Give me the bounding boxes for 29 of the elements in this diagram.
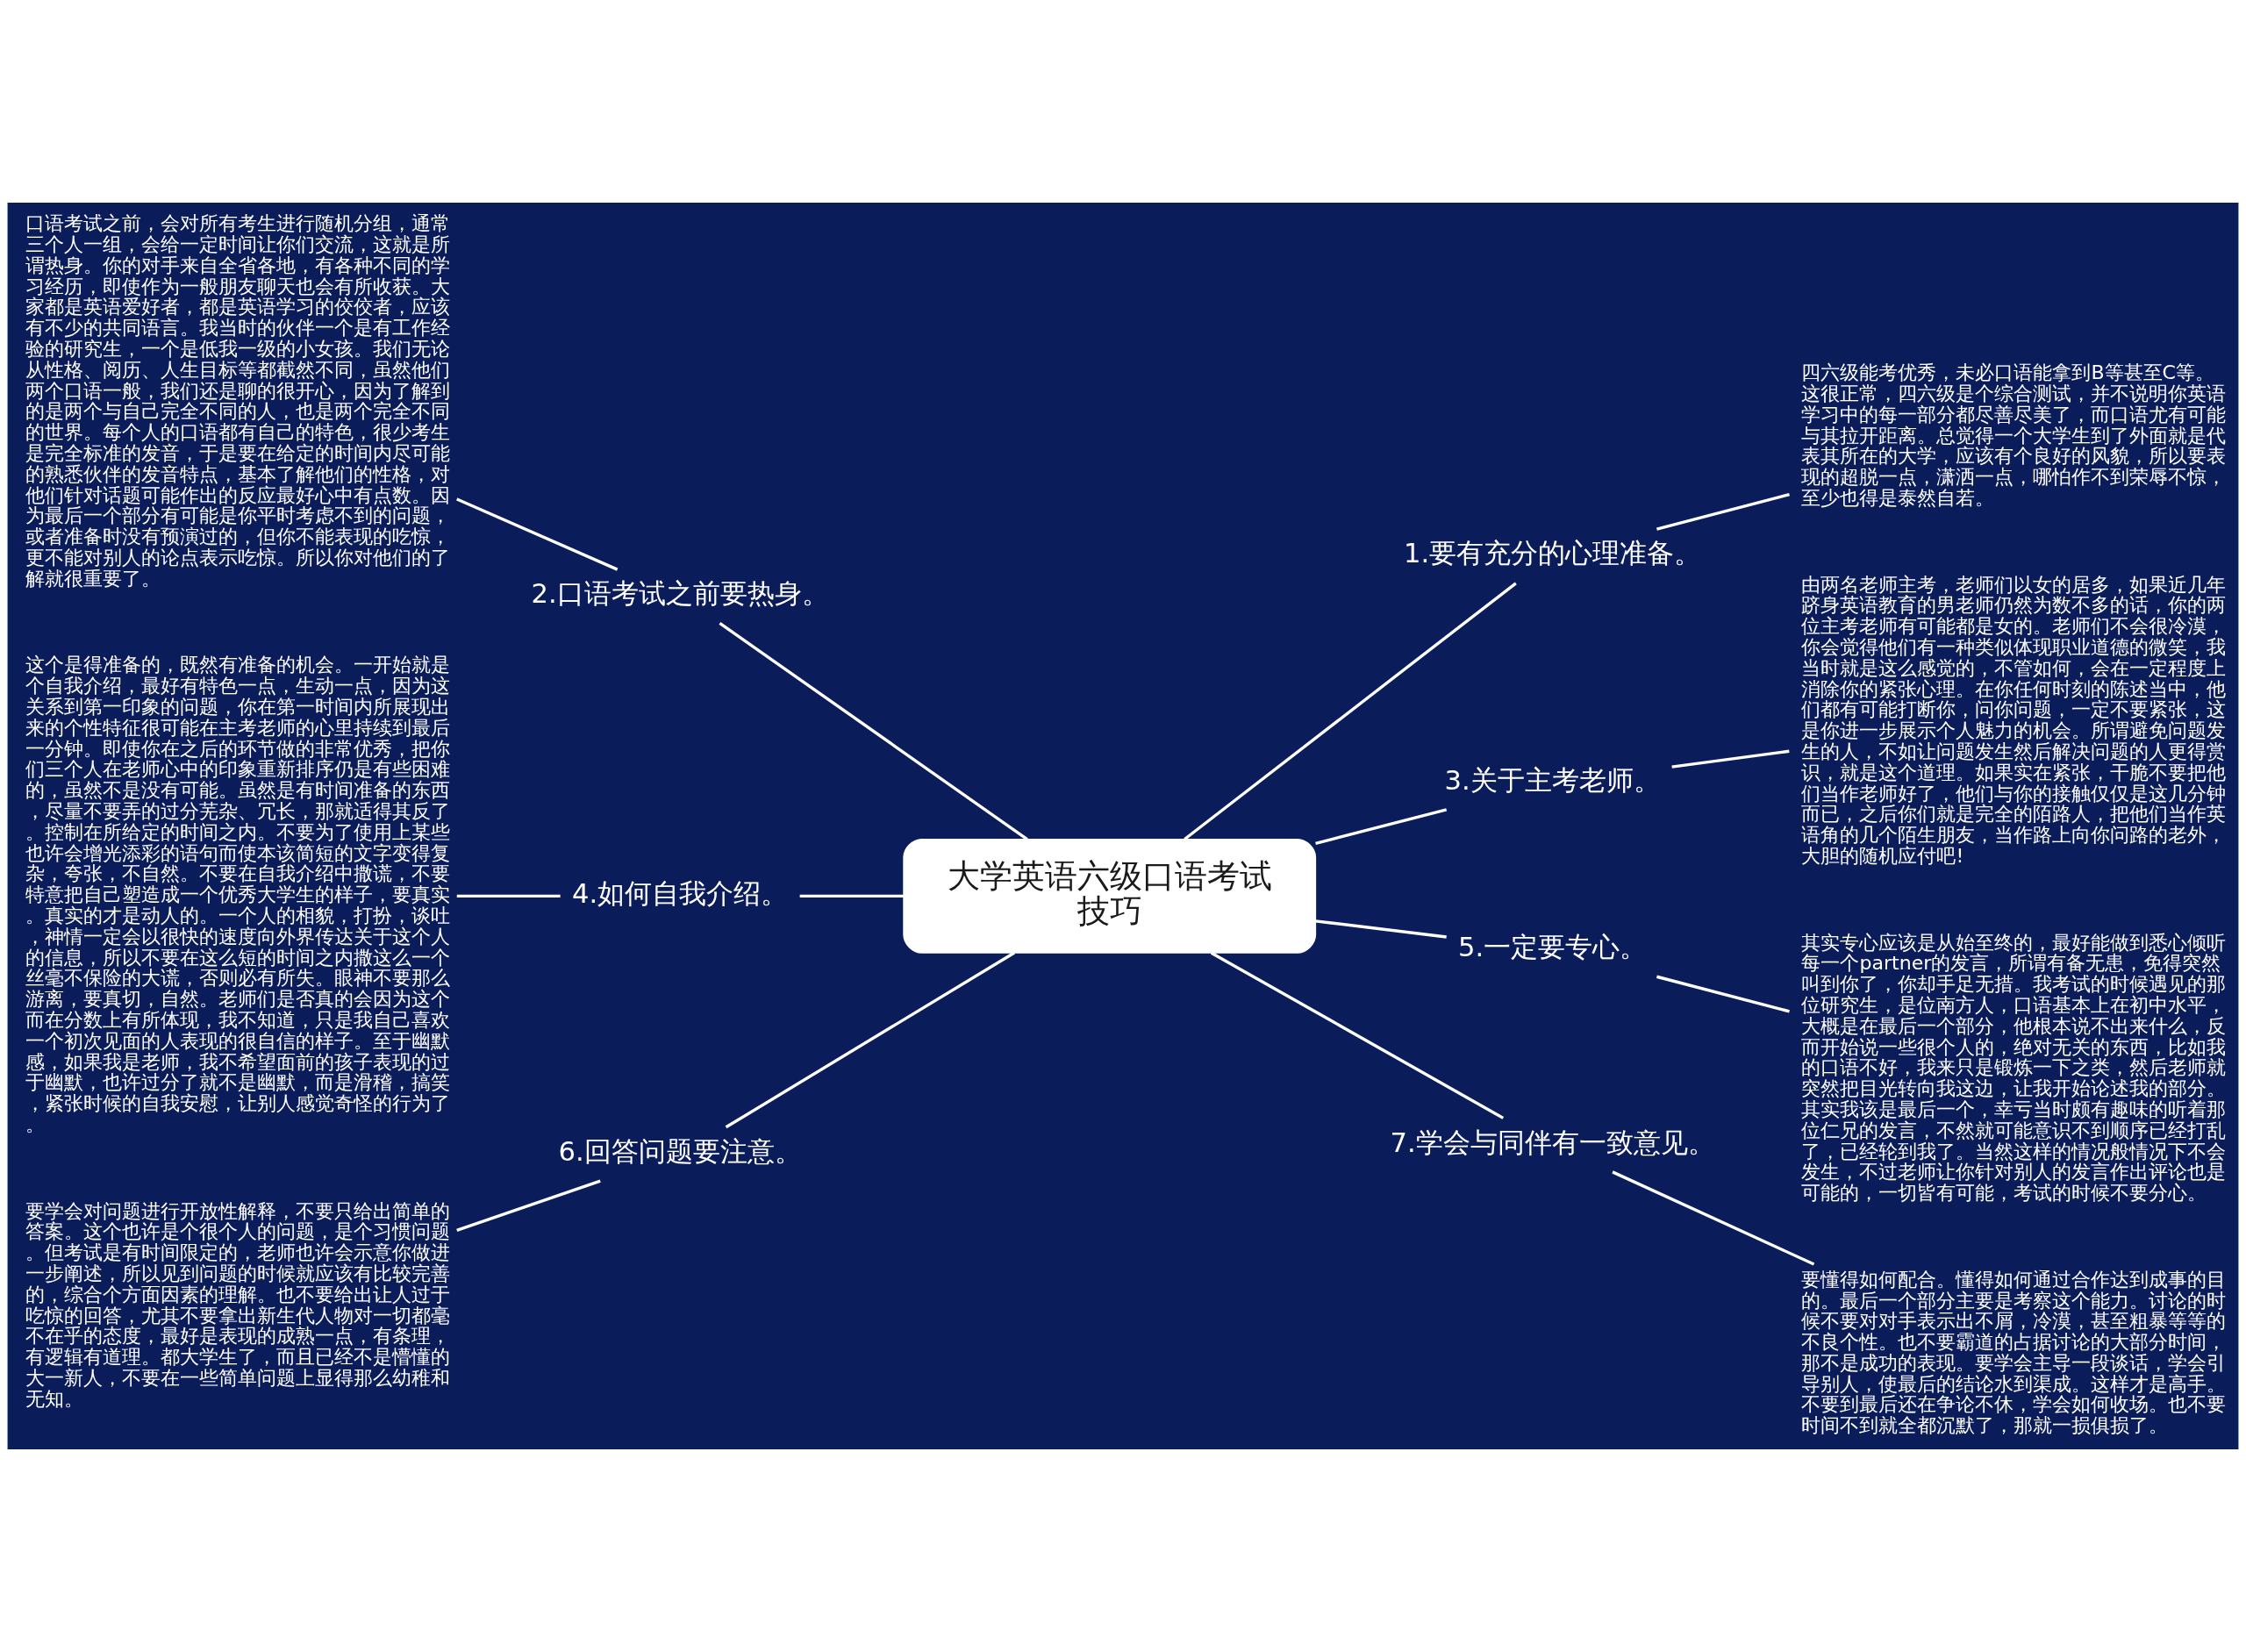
connector — [1656, 975, 1790, 1013]
node-box: 大学英语六级口语考试技巧 — [903, 838, 1317, 954]
node-text: 四六级能考优秀，未必口语能拿到B等甚至C等。这很正常，四六级是个综合测试，并不说明你英语学习中的每一部分都尽善尽美了，而口语尤有可能与其拉开距离。总觉得一个大学生到了外面就是代表其所在的大学，应该有个良好的风貌，所以要表现的超脱一点，潇洒一点，哪怕作不到荣辱不惊，至少也得是泰然自若。 — [1801, 361, 2227, 510]
connector — [1210, 951, 1505, 1119]
node-text: 5.一定要专心。 — [1457, 932, 1648, 963]
connector — [1315, 808, 1448, 845]
connector — [1184, 582, 1517, 840]
node-text: 这个是得准备的，既然有准备的机会。一开始就是个自我介绍，最好有特色一点，生动一点，因为这关系到第一印象的问题，你在第一时间内所展现出来的个性特征很可能在主考老师的心里持续到最后一分钟。即使你在之后的环节做的非常优秀，把你们三个人在老师心中的印象重新排序仍是有些困难的，虽然不是没有可能。虽然是有时间准备的东西，尽量不要弄的过分芜杂、冗长，那就适得其反了。控制在所给定的时间之内。不要为了使用上某些也许会增光添彩的语句而使本该简短的文字变得复杂，夸张，不自然。不要在自我介绍中撒谎，不要特意把自己塑造成一个优秀大学生的样子，要真实。真实的才是动人的。一个人的相貌，打扮，谈吐，神情一定会以很快的速度向外界传达关于这个人的信息，所以不要在这么短的时间之内撒这么一个丝毫不保险的大谎，否则必有所失。眼神不要那么游离，要真切，自然。老师们是否真的会因为这个而在分数上有所体现，我不知道，只是我自己喜欢一个初次见面的人表现的很自信的样子。至于幽默感，如果我是老师，我不希望面前的孩子表现的过于幽默，也许过分了就不是幽默，而是滑稽，搞笑，紧张时候的自我安慰，让别人感觉奇怪的行为了。 — [25, 653, 450, 1135]
node-text: 要学会对问题进行开放性解释，不要只给出简单的答案。这个也许是个很个人的问题，是个习惯问题。但考试是有时间限定的，老师也许会示意你做进一步阐述，所以见到问题的时候就应该有比较完善的，综合个方面因素的理解。也不要给出让人过于吃惊的回答，尤其不要拿出新生代人物对一切都毫不在乎的态度，最好是表现的成熟一点，有条理，有逻辑有道理。都大学生了，而且已经不是懵懂的大一新人，不要在一些简单问题上显得那么幼稚和无知。 — [25, 1198, 450, 1410]
connector — [456, 1179, 601, 1232]
node-text: 其实专心应该是从始至终的，最好能做到悉心倾听每一个partner的发言，所谓有备无患，免得突然叫到你了，你却手足无措。我考试的时候遇见的那位研究生，是位南方人，口语基本上在初中水平，大概是在最后一个部分，他根本说不出来什么，反而开始说一些很个人的，绝对无关的东西，比如我的口语不好，我来只是锻炼一下之类，然后老师就突然把目光转向我这边，让我开始论述我的部分。其实我该是最后一个，幸亏当时颇有趣味的听着那位仁兄的发言，不然就可能意识不到顺序已经打乱了，已经轮到我了。当然这样的情况般情况下不会发生，不过老师让你针对别人的发言作出评论也是可能的，一切皆有可能，考试的时候不要分心。 — [1801, 930, 2227, 1205]
node-text: 由两名老师主考，老师们以女的居多，如果近几年跻身英语教育的男老师仍然为数不多的话，你的两位主考老师有可能都是女的。老师们不会很冷漠，你会觉得他们有一种类似体现职业道德的微笑，我当时就是这么感觉的，不管如何，会在一定程度上消除你的紧张心理。在你任何时刻的陈述当中，他们都有可能打断你，问你问题，一定不要紧张，这是你进一步展示个人魅力的机会。所谓避免问题发生的人，不如让问题发生然后解决问题的人更得赏识，就是这个道理。如果实在紧张，干脆不要把他们当作老师好了，他们与你的接触仅仅是这几分钟而已，之后你们就是完全的陌路人，把他们当作英语角的几个陌生朋友，当作路上向你问路的老外，大胆的随机应付吧! — [1801, 572, 2227, 867]
node-text: 4.如何自我介绍。 — [572, 877, 789, 909]
connector — [1656, 492, 1790, 531]
node-text: 3.关于主考老师。 — [1444, 764, 1661, 796]
connector — [725, 951, 1015, 1129]
connector — [799, 894, 904, 898]
connector — [719, 621, 1028, 840]
connector — [456, 894, 561, 898]
node-text: 7.学会与同伴有一致意见。 — [1390, 1126, 1715, 1158]
connector — [1671, 749, 1790, 769]
node-text: 要懂得如何配合。懂得如何通过合作达到成事的目的。最后一个部分主要是考察这个能力。讨论的时候不要对对手表示出不屑，冷漠，甚至粗暴等等的不良个性。也不要霸道的占据讨论的大部分时间，那不是成功的表现。要学会主导一段谈话，学会引导别人，使最后的结论水到渠成。这样才是高手。不要到最后还在争论不休，学会如何收场。也不要时间不到就全都沉默了，那就一损俱损了。 — [1801, 1267, 2227, 1437]
node-text: 1.要有充分的心理准备。 — [1403, 538, 1702, 569]
node-text: 2.口语考试之前要热身。 — [531, 578, 829, 610]
connector — [456, 497, 619, 571]
connector — [1315, 919, 1447, 939]
node-text: 6.回答问题要注意。 — [558, 1135, 802, 1167]
node-text: 口语考试之前，会对所有考生进行随机分组，通常三个人一组，会给一定时间让你们交流，这就是所谓热身。你的对手来自全省各地，有各种不同的学习经历，即使作为一般朋友聊天也会有所收获。大家都是英语爱好者，都是英语学习的佼佼者，应该有不少的共同语言。我当时的伙伴一个是有工作经验的研究生，一个是低我一级的小女孩。我们无论从性格、阅历、人生目标等都截然不同，虽然他们两个口语一般，我们还是聊的很开心，因为了解到的是两个与自己完全不同的人，也是两个完全不同的世界。每个人的口语都有自己的特色，很少考生是完全标准的发音，于是要在给定的时间内尽可能的熟悉伙伴的发音特点，基本了解他们的性格，对他们针对话题可能作出的反应最好心中有点数。因为最后一个部分有可能是你平时考虑不到的问题，或者准备时没有预演过的，但你不能表现的吃惊，更不能对别人的论点表示吃惊。所以你对他们的了解就很重要了。 — [25, 211, 450, 590]
connector — [1612, 1170, 1815, 1266]
